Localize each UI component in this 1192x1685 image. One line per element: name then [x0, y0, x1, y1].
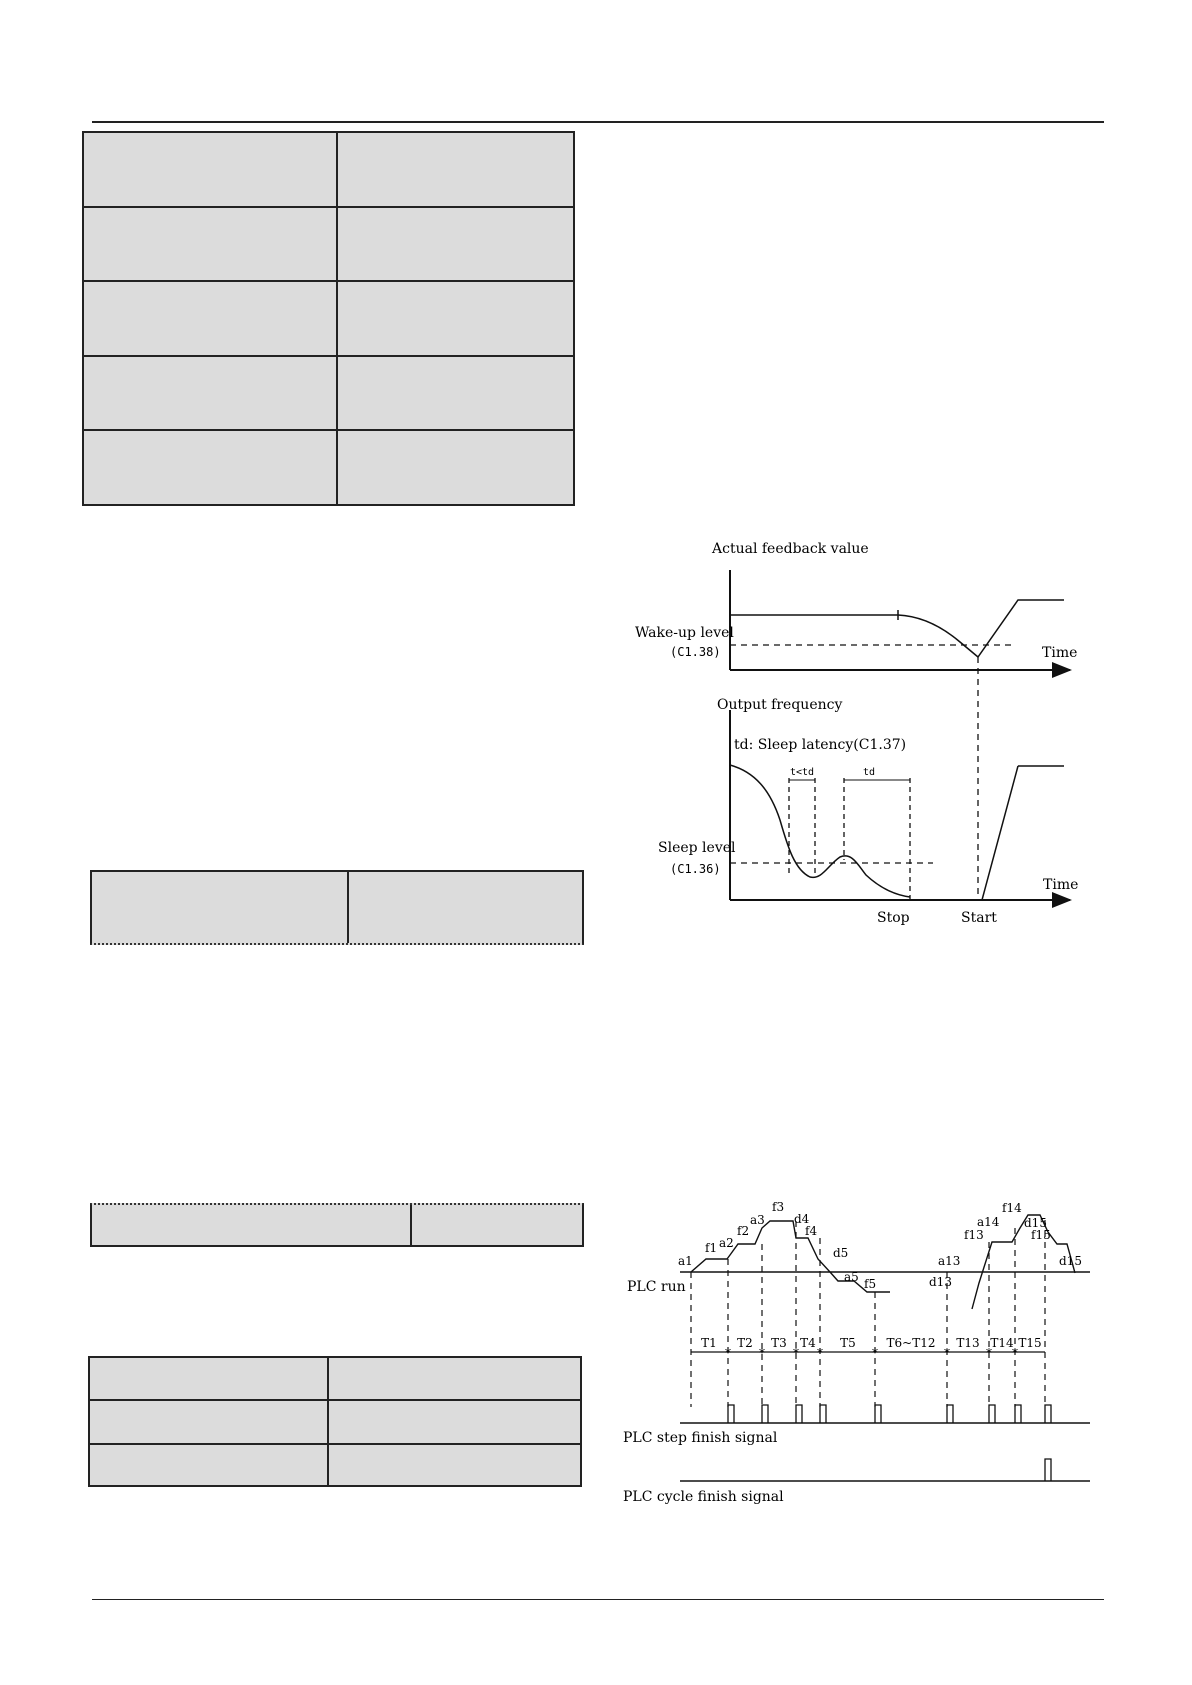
- wakeup-level-label: Wake-up level: [635, 625, 734, 641]
- time-label-bottom: Time: [1043, 877, 1078, 893]
- parameter-table-1: [82, 131, 575, 506]
- label-f14: f14: [1002, 1201, 1022, 1215]
- plc-cycle-finish-label: PLC cycle finish signal: [623, 1489, 784, 1505]
- label-f3: f3: [772, 1200, 784, 1214]
- segment-T15: T15: [1018, 1336, 1041, 1350]
- svg-text:*: *: [986, 1346, 992, 1360]
- sleep-param-label: (C1.36): [670, 862, 721, 876]
- feedback-axis-label: Actual feedback value: [711, 541, 869, 557]
- svg-text:*: *: [725, 1346, 731, 1360]
- header-rule: [92, 121, 1104, 123]
- wakeup-param-label: (C1.38): [670, 645, 721, 659]
- sleep-latency-label: td: Sleep latency(C1.37): [734, 737, 906, 753]
- sleep-level-label: Sleep level: [658, 840, 736, 856]
- label-d15b: d15: [1059, 1254, 1082, 1268]
- segment-T3: T3: [771, 1336, 787, 1350]
- footer-rule: [92, 1599, 1104, 1600]
- parameter-table-4: [88, 1356, 582, 1487]
- td-label: td: [863, 767, 875, 778]
- label-a3: a3: [750, 1213, 765, 1227]
- label-d13: d13: [929, 1275, 952, 1289]
- label-f1: f1: [705, 1241, 717, 1255]
- t-less-td-label: t<td: [790, 767, 814, 778]
- label-a2: a2: [719, 1236, 734, 1250]
- segment-T4: T4: [800, 1336, 816, 1350]
- svg-text:*: *: [817, 1346, 823, 1360]
- stop-label: Stop: [877, 910, 910, 926]
- parameter-table-3: [90, 1203, 584, 1247]
- svg-text:*: *: [872, 1346, 878, 1360]
- svg-text:*: *: [759, 1346, 765, 1360]
- plc-step-finish-label: PLC step finish signal: [623, 1430, 778, 1446]
- svg-text:*: *: [793, 1346, 799, 1360]
- label-a1: a1: [678, 1254, 693, 1268]
- sleep-wakeup-diagram: Actual feedback value Wake-up level (C1.…: [635, 541, 1078, 926]
- parameter-table-2: [90, 870, 584, 945]
- label-f4: f4: [805, 1224, 817, 1238]
- segment-T5: T5: [840, 1336, 856, 1350]
- plc-timing-diagram: PLC run a1 f1 a2 f2 a3 f3 d4 f4 d5 a5 f5…: [623, 1200, 1090, 1505]
- segment-T14: T14: [990, 1336, 1014, 1350]
- svg-text:*: *: [944, 1346, 950, 1360]
- label-d5: d5: [833, 1246, 848, 1260]
- plc-run-label: PLC run: [627, 1279, 686, 1295]
- start-label: Start: [961, 910, 997, 926]
- label-a14: a14: [977, 1215, 1000, 1229]
- segment-T2: T2: [737, 1336, 753, 1350]
- svg-text:*: *: [1012, 1346, 1018, 1360]
- time-label-top: Time: [1042, 645, 1077, 661]
- label-f15: f15: [1031, 1228, 1051, 1242]
- label-f13: f13: [964, 1228, 984, 1242]
- label-a13: a13: [938, 1254, 960, 1268]
- segment-T6-T12: T6~T12: [887, 1336, 936, 1350]
- label-d15: d15: [1024, 1216, 1047, 1230]
- label-a5: a5: [844, 1270, 859, 1284]
- label-f2: f2: [737, 1224, 749, 1238]
- label-d4: d4: [794, 1212, 810, 1226]
- segment-T1: T1: [701, 1336, 717, 1350]
- segment-T13: T13: [956, 1336, 979, 1350]
- label-f5: f5: [864, 1277, 876, 1291]
- output-frequency-label: Output frequency: [717, 697, 842, 713]
